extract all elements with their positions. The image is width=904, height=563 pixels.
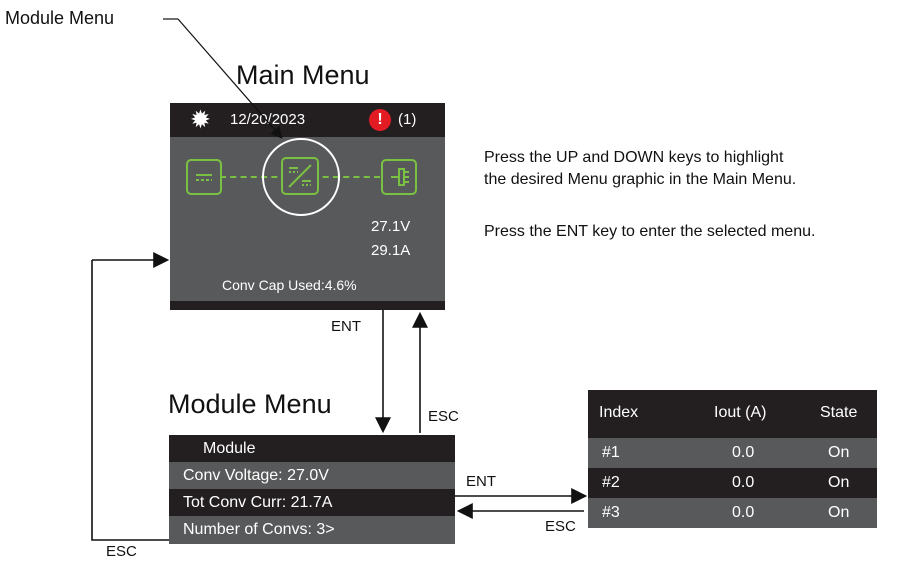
header-iout: Iout (A) [714,404,767,421]
row-index: #3 [602,504,620,521]
esc-loop-arrow [91,252,170,541]
esc-label-up: ESC [428,408,459,425]
table-row[interactable]: #2 0.0 On [588,468,877,498]
module-menu-header: Module [169,435,455,462]
gear-icon[interactable]: ✹ [190,106,211,134]
row-state: On [828,474,850,491]
module-menu-title: Module Menu [168,389,332,419]
instruction-line-2: the desired Menu graphic in the Main Men… [484,171,797,188]
table-row[interactable]: #3 0.0 On [588,498,877,528]
alarm-icon[interactable]: ! [369,109,391,131]
converter-index-table: Index Iout (A) State #1 0.0 On #2 0.0 On… [588,390,877,528]
ent-label-down: ENT [331,318,361,335]
alarm-count: (1) [398,111,417,128]
battery-bus-icon[interactable] [381,159,417,195]
row-iout: 0.0 [732,504,755,521]
date-display: 12/20/2023 [230,111,306,128]
current-readout: 29.1A [371,242,411,259]
main-menu-title: Main Menu [236,60,370,90]
table-row[interactable]: #1 0.0 On [588,438,877,468]
row-index: #1 [602,444,620,461]
callout-leader-arrow [163,18,283,139]
voltage-readout: 27.1V [371,218,411,235]
dc-source-icon[interactable] [186,159,222,195]
row-state: On [828,504,850,521]
esc-label-left: ESC [545,518,576,535]
module-menu-item-number-of-convs[interactable]: Number of Convs: 3> [169,516,455,544]
row-state: On [828,444,850,461]
instruction-line-3: Press the ENT key to enter the selected … [484,223,816,240]
module-menu-item-conv-voltage[interactable]: Conv Voltage: 27.0V [169,462,455,489]
module-menu-item-tot-conv-curr[interactable]: Tot Conv Curr: 21.7A [169,489,455,516]
bottom-bar [170,301,445,310]
header-index: Index [599,404,639,421]
selection-highlight-circle [262,138,340,216]
main-menu-screen: ✹ 12/20/2023 ! (1) 27.1V 29.1A [170,103,445,310]
conv-cap-used: Conv Cap Used:4.6% [222,277,357,293]
header-state: State [820,404,858,421]
esc-label-loop: ESC [106,543,137,560]
row-index: #2 [602,474,620,491]
module-menu-callout-label: Module Menu [5,8,115,28]
instruction-line-1: Press the UP and DOWN keys to highlight [484,149,784,166]
row-iout: 0.0 [732,444,755,461]
row-iout: 0.0 [732,474,755,491]
ent-label-right: ENT [466,473,496,490]
status-bar: ✹ 12/20/2023 ! (1) [170,103,445,137]
table-header-row: Index Iout (A) State [588,390,877,438]
